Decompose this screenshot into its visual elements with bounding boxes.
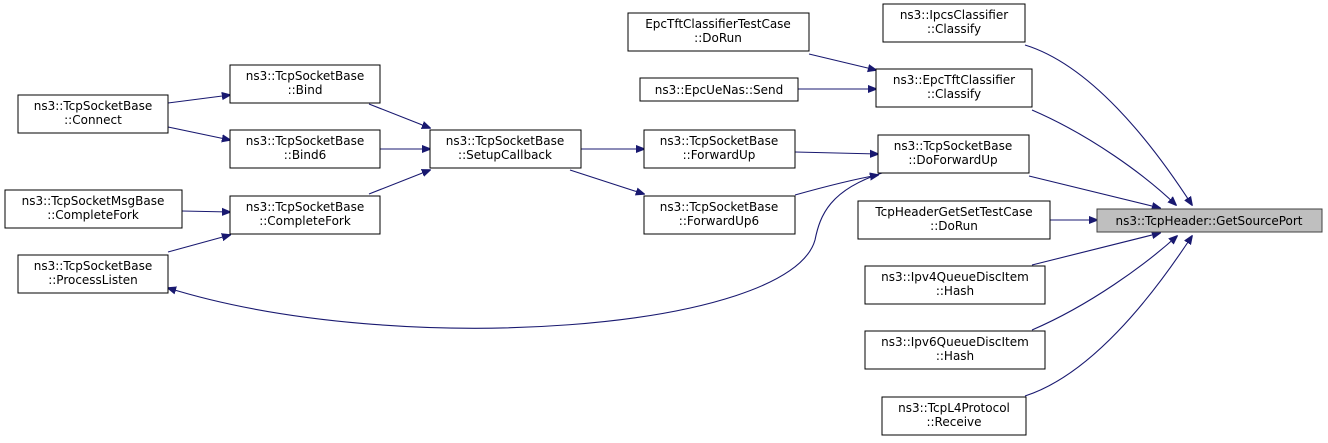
node-tcpheader-test-line2: ::DoRun [930,219,978,233]
edge-msgbase-to-completefork [181,211,230,212]
edge-connect-to-bind [167,95,230,104]
node-bind-line1: ns3::TcpSocketBase [246,69,364,83]
node-ipv6-hash[interactable]: ns3::Ipv6QueueDiscItem ::Hash [864,330,1046,370]
node-bind6-line1: ns3::TcpSocketBase [246,134,364,148]
edge-forwardup6-to-doforwardup [794,175,878,196]
node-tcpheader-test-line1: TcpHeaderGetSetTestCase [874,205,1032,219]
edge-connect-to-bind6 [167,126,230,140]
node-forwardup-line1: ns3::TcpSocketBase [660,134,778,148]
node-ipv4-hash[interactable]: ns3::Ipv4QueueDiscItem ::Hash [864,265,1046,305]
edge-doforwardup-to-getsourceport [1028,175,1160,208]
node-ipv6-hash-line2: ::Hash [936,349,974,363]
node-epcuenas-send-line1: ns3::EpcUeNas::Send [655,83,783,97]
node-epctft-test[interactable]: EpcTftClassifierTestCase ::DoRun [627,12,810,52]
edges [167,44,1192,397]
edge-doforwardup-to-processlisten [168,172,883,329]
node-ipv6-hash-line1: ns3::Ipv6QueueDiscItem [881,335,1029,349]
node-msgbase-completefork-line2: ::CompleteFork [47,208,139,222]
edge-bind-to-setupcallback [368,103,430,128]
node-doforwardup-line2: ::DoForwardUp [908,153,997,167]
node-forwardup6-line2: ::ForwardUp6 [679,214,759,228]
node-epcuenas-send[interactable]: ns3::EpcUeNas::Send [639,77,799,102]
node-setupcallback-line1: ns3::TcpSocketBase [446,134,564,148]
edge-ipv4hash-to-getsourceport [1031,233,1160,266]
node-connect-line1: ns3::TcpSocketBase [34,99,152,113]
node-ipcs-classify[interactable]: ns3::IpcsClassifier ::Classify [882,3,1026,43]
node-l4-receive-line2: ::Receive [926,415,981,429]
node-bind6-line2: ::Bind6 [284,148,327,162]
node-connect-line2: ::Connect [64,113,122,127]
node-epctft-test-line2: ::DoRun [694,31,742,45]
node-processlisten-line1: ns3::TcpSocketBase [34,259,152,273]
node-l4-receive[interactable]: ns3::TcpL4Protocol ::Receive [881,396,1027,436]
node-ipcs-classify-line2: ::Classify [927,22,981,36]
node-epctft-test-line1: EpcTftClassifierTestCase [645,17,791,31]
edge-l4receive-to-getsourceport [1024,236,1192,397]
node-ipcs-classify-line1: ns3::IpcsClassifier [900,8,1008,22]
node-connect[interactable]: ns3::TcpSocketBase ::Connect [17,94,169,134]
node-l4-receive-line1: ns3::TcpL4Protocol [898,401,1010,415]
node-processlisten[interactable]: ns3::TcpSocketBase ::ProcessListen [17,254,169,294]
node-bind[interactable]: ns3::TcpSocketBase ::Bind [229,64,381,104]
node-getsourceport-line1: ns3::TcpHeader::GetSourcePort [1115,214,1302,228]
node-completefork-line2: ::CompleteFork [259,214,351,228]
node-processlisten-line2: ::ProcessListen [48,273,138,287]
node-setupcallback-line2: ::SetupCallback [458,148,552,162]
node-forwardup[interactable]: ns3::TcpSocketBase ::ForwardUp [643,129,796,169]
edge-ipv6hash-to-getsourceport [1031,236,1177,331]
edge-processlisten-to-completefork [167,235,230,253]
node-tcpheader-test[interactable]: TcpHeaderGetSetTestCase ::DoRun [857,200,1051,240]
node-epctft-classify[interactable]: ns3::EpcTftClassifier ::Classify [875,68,1033,108]
node-bind-line2: ::Bind [288,83,323,97]
node-doforwardup-line1: ns3::TcpSocketBase [894,139,1012,153]
edge-setupcallback-to-forwardup6 [569,169,644,194]
edge-epctft-classify-to-getsourceport [1031,109,1176,205]
node-epctft-classify-line2: ::Classify [927,87,981,101]
edge-epctft-test-to-classify [808,53,876,70]
node-epctft-classify-line1: ns3::EpcTftClassifier [893,73,1015,87]
node-completefork-line1: ns3::TcpSocketBase [246,200,364,214]
node-forwardup-line2: ::ForwardUp [683,148,756,162]
node-ipv4-hash-line1: ns3::Ipv4QueueDiscItem [881,270,1029,284]
node-msgbase-completefork-line1: ns3::TcpSocketMsgBase [22,194,165,208]
node-doforwardup[interactable]: ns3::TcpSocketBase ::DoForwardUp [877,134,1030,174]
node-msgbase-completefork[interactable]: ns3::TcpSocketMsgBase ::CompleteFork [4,189,183,229]
node-bind6[interactable]: ns3::TcpSocketBase ::Bind6 [229,129,381,169]
node-completefork[interactable]: ns3::TcpSocketBase ::CompleteFork [229,195,381,235]
edge-forwardup-to-doforwardup [794,152,878,154]
edge-completefork-to-setupcallback [368,170,430,195]
node-getsourceport[interactable]: ns3::TcpHeader::GetSourcePort [1096,208,1323,233]
nodes: ns3::TcpSocketBase ::Connect ns3::TcpSoc… [4,3,1323,436]
node-forwardup6[interactable]: ns3::TcpSocketBase ::ForwardUp6 [643,195,796,235]
node-setupcallback[interactable]: ns3::TcpSocketBase ::SetupCallback [429,129,582,169]
node-forwardup6-line1: ns3::TcpSocketBase [660,200,778,214]
node-ipv4-hash-line2: ::Hash [936,284,974,298]
edge-ipcs-to-getsourceport [1024,44,1192,205]
